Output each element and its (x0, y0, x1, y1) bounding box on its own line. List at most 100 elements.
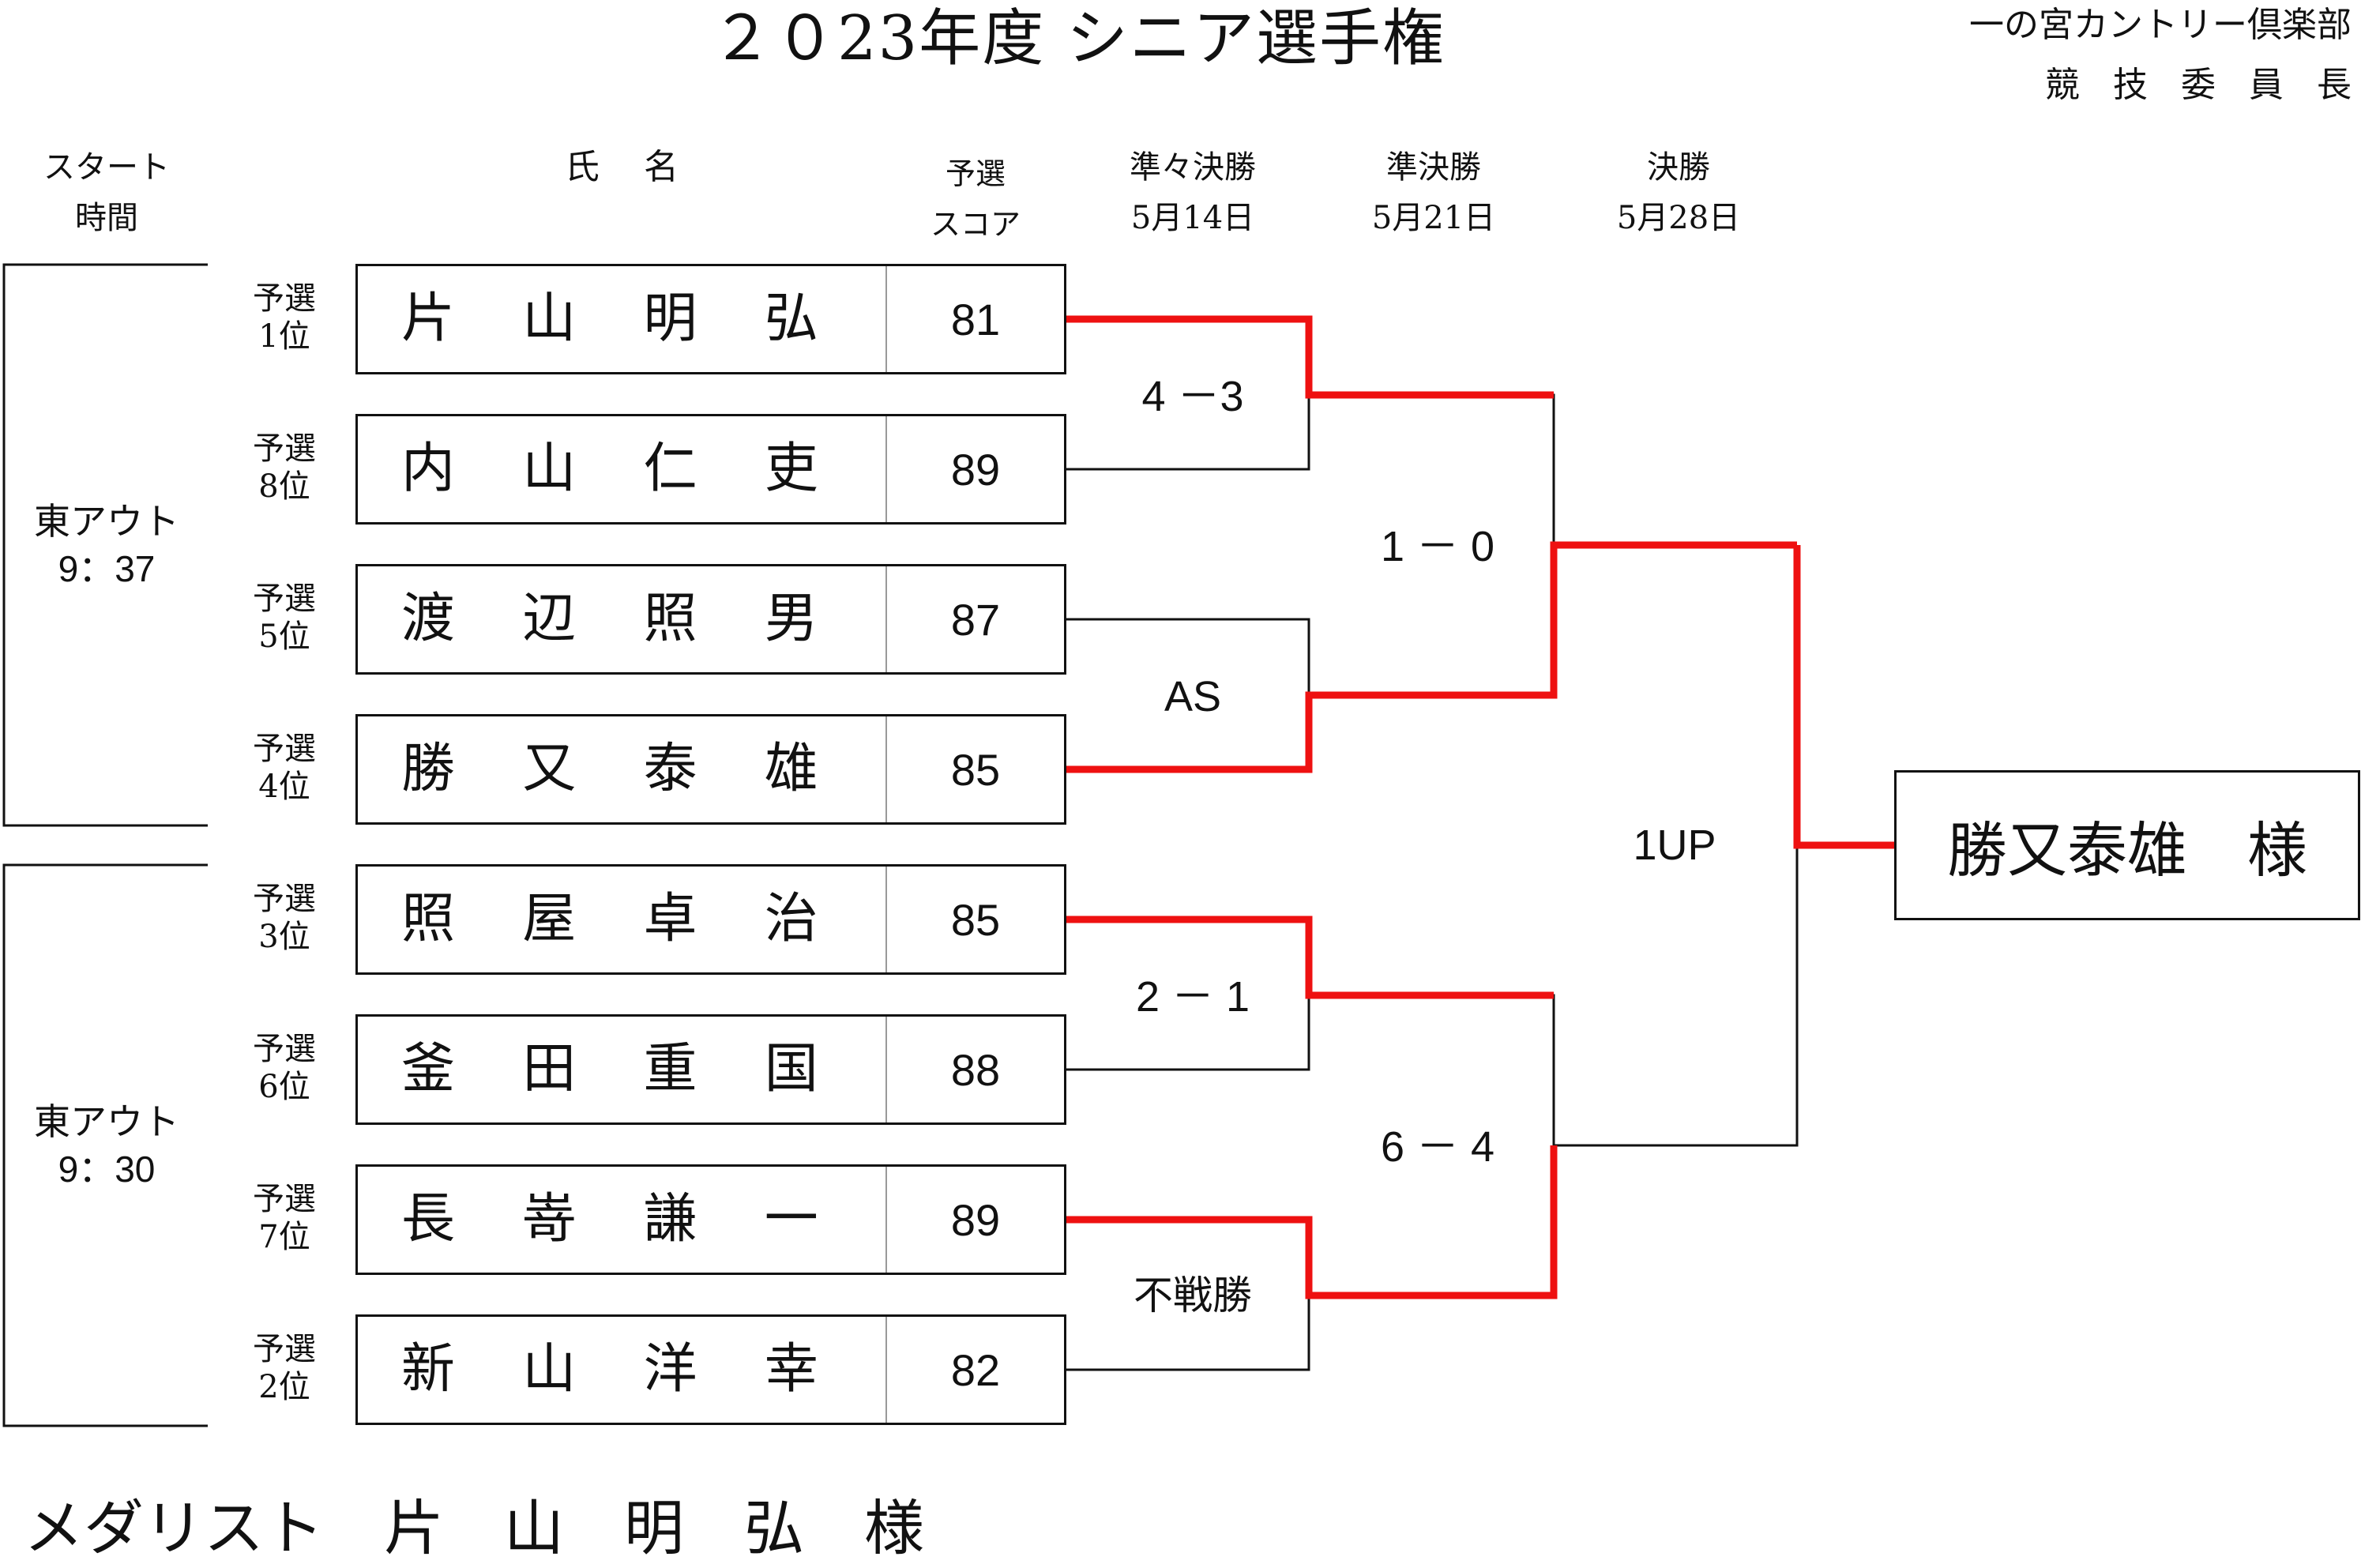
header-score-line2: スコア (930, 207, 1021, 242)
header-final-label: 決勝 (1647, 149, 1710, 186)
group-bracket-1 (2, 263, 208, 827)
winner-line-p7 (1066, 1145, 1558, 1299)
player-name-char: 渡 (401, 588, 456, 650)
start-group-2: 東アウト 9：30 (16, 1098, 197, 1193)
header-name: 氏 名 (565, 147, 683, 187)
qf-line-p6 (1066, 995, 1310, 1071)
player-name-char: 山 (522, 1338, 577, 1401)
seed-label-prefix: 予選 (253, 280, 316, 317)
final-result: 1UP (1633, 822, 1716, 869)
player-score: 87 (950, 594, 1001, 645)
seed-label-rank: 4位 (258, 769, 310, 805)
header-start-time-line1: スタート (43, 149, 170, 186)
header-semifinal: 準決勝 5月21日 (1347, 142, 1521, 243)
seed-label-rank: 8位 (258, 468, 310, 505)
player-score: 85 (950, 894, 1001, 945)
player-name-char: 一 (764, 1188, 818, 1250)
champion-box: 勝又泰雄 様 (1894, 770, 2360, 920)
final-line-lower (1554, 845, 1799, 1147)
qf-line-p3 (1066, 618, 1310, 695)
player-name-char: 男 (764, 588, 818, 650)
player-name-char: 卓 (643, 888, 697, 950)
seed-label-rank: 7位 (258, 1219, 310, 1255)
player-score: 81 (950, 294, 1001, 344)
player-name: 勝又泰雄 (358, 716, 887, 822)
player-row: 長嵜謙一 89 (355, 1164, 1066, 1275)
player-name: 釜田重国 (358, 1017, 887, 1122)
player-name-char: 治 (764, 888, 818, 950)
qf-result-2: AS (1164, 673, 1222, 720)
page-title: ２０23年度 シニア選手権 (711, 3, 1446, 74)
seed-label-prefix: 予選 (253, 581, 316, 617)
seed-label-rank: 5位 (258, 619, 310, 655)
qf-line-p2 (1066, 395, 1310, 471)
player-name-char: 釜 (401, 1038, 456, 1100)
seed-label-rank: 3位 (258, 919, 310, 955)
qf-result-1: 4 －3 (1141, 373, 1244, 420)
seed-label-rank: 1位 (258, 318, 310, 355)
player-name-char: 田 (522, 1038, 577, 1100)
player-name: 長嵜謙一 (358, 1167, 887, 1273)
player-name-char: 辺 (522, 588, 577, 650)
player-name-char: 勝 (401, 738, 456, 800)
winner-line-p4 (1066, 541, 1797, 773)
player-name-char: 照 (401, 888, 456, 950)
start-group-1-course: 東アウト (34, 500, 179, 543)
winner-line-p5 (1066, 916, 1554, 999)
header-score: 予選 スコア (900, 149, 1051, 250)
signatory-title: 競技委員長 (2045, 65, 2361, 105)
sf-result-1: 1 － 0 (1380, 523, 1495, 570)
player-name-char: 照 (643, 588, 697, 650)
seed-label-prefix: 予選 (253, 431, 316, 467)
player-name-char: 明 (643, 288, 697, 350)
player-name: 渡辺照男 (358, 566, 887, 672)
qf-result-4: 不戦勝 (1134, 1273, 1252, 1318)
player-row: 勝又泰雄 85 (355, 714, 1066, 825)
player-name: 新山洋幸 (358, 1317, 887, 1423)
seed-label-prefix: 予選 (253, 1031, 316, 1067)
player-score: 89 (950, 444, 1001, 494)
player-name-char: 新 (401, 1338, 456, 1401)
header-final-date: 5月28日 (1616, 200, 1741, 236)
player-name-char: 洋 (643, 1338, 697, 1401)
player-name-char: 山 (522, 288, 577, 350)
seed-label-prefix: 予選 (253, 1181, 316, 1217)
player-name-char: 弘 (764, 288, 818, 350)
player-score: 88 (950, 1044, 1001, 1095)
header-score-line1: 予選 (945, 156, 1006, 191)
sf-line-m1 (1309, 393, 1555, 545)
sf-result-2: 6 － 4 (1380, 1123, 1495, 1171)
start-group-1-time: 9：37 (58, 548, 156, 589)
player-score: 89 (950, 1194, 1001, 1245)
player-name-char: 国 (764, 1038, 818, 1100)
header-start-time: スタート 時間 (16, 142, 197, 243)
header-start-time-line2: 時間 (75, 200, 138, 236)
qf-result-3: 2 － 1 (1135, 973, 1250, 1021)
seed-label-prefix: 予選 (253, 1331, 316, 1367)
player-name-char: 嵜 (522, 1188, 577, 1250)
player-name: 内山仁吏 (358, 416, 887, 522)
sf-line-m3 (1309, 994, 1555, 1145)
seed-label-prefix: 予選 (253, 881, 316, 917)
header-final: 決勝 5月28日 (1592, 142, 1765, 243)
player-name-char: 山 (522, 438, 577, 500)
seed-label-rank: 2位 (258, 1369, 310, 1405)
player-name-char: 仁 (643, 438, 697, 500)
seed-label-rank: 6位 (258, 1069, 310, 1105)
player-name-char: 幸 (764, 1338, 818, 1401)
player-score: 85 (950, 744, 1001, 795)
start-group-1: 東アウト 9：37 (16, 498, 197, 592)
player-name: 片山明弘 (358, 266, 887, 372)
winner-line-final (1793, 545, 1894, 849)
winner-line-p1 (1066, 315, 1554, 399)
qf-line-p8 (1066, 1295, 1310, 1371)
player-name-char: 雄 (764, 738, 818, 800)
